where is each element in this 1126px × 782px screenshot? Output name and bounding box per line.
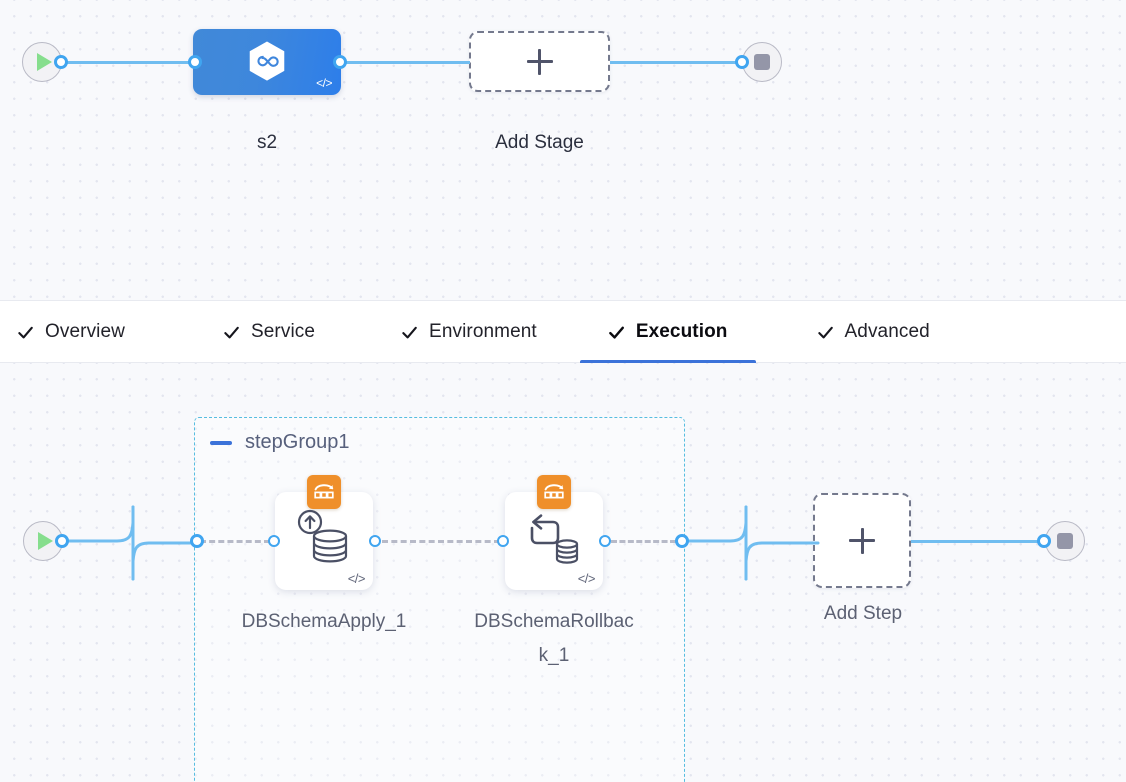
pipeline-end-port[interactable] <box>735 55 749 69</box>
edge-add-step-to-end <box>911 539 1041 543</box>
tab-execution-label: Execution <box>635 320 728 342</box>
execution-end-node[interactable] <box>1045 521 1085 561</box>
tab-environment[interactable]: Environment <box>401 300 537 363</box>
code-marker-icon[interactable]: </> <box>316 76 332 90</box>
check-icon <box>817 326 833 339</box>
step-group-title: stepGroup1 <box>245 431 350 453</box>
harness-hexagon-icon <box>249 41 285 81</box>
stage-config-tabs: Overview Service Environment Execution A… <box>0 300 1126 364</box>
step-group-header[interactable]: stepGroup1 <box>210 431 350 454</box>
stage-node-s2[interactable]: </> <box>193 29 341 95</box>
step2-input-port[interactable] <box>497 535 509 547</box>
check-icon <box>224 326 239 339</box>
parallel-connector-start <box>62 505 204 581</box>
execution-end-port[interactable] <box>1037 534 1051 548</box>
db-migration-badge-icon <box>537 475 571 509</box>
tab-service-label: Service <box>250 320 316 342</box>
check-icon <box>18 326 33 339</box>
stop-icon <box>754 54 770 70</box>
database-upload-icon <box>275 508 373 570</box>
tab-environment-label: Environment <box>429 320 537 342</box>
add-step-label: Add Step <box>823 603 903 624</box>
tab-overview[interactable]: Overview <box>17 300 125 363</box>
play-icon <box>37 532 53 550</box>
tab-service[interactable]: Service <box>223 300 315 363</box>
tab-advanced[interactable]: Advanced <box>817 300 930 363</box>
step-node-dbschemarollback[interactable]: </> <box>505 475 603 590</box>
check-icon <box>608 326 624 339</box>
database-rollback-icon <box>505 508 603 570</box>
db-migration-badge-icon <box>307 475 341 509</box>
plus-icon <box>849 527 875 554</box>
group-entry-port[interactable] <box>190 534 204 548</box>
execution-graph-canvas[interactable]: stepGroup1 <box>0 363 1126 782</box>
check-icon <box>402 326 417 339</box>
tab-advanced-label: Advanced <box>844 320 930 342</box>
add-stage-label: Add Stage <box>495 132 584 153</box>
play-icon <box>36 53 52 71</box>
execution-start-port[interactable] <box>55 534 69 548</box>
stage-input-port[interactable] <box>188 55 202 69</box>
step1-input-port[interactable] <box>268 535 280 547</box>
edge-group-entry-to-step1 <box>200 540 270 543</box>
code-marker-icon[interactable]: </> <box>347 571 366 586</box>
add-stage-button[interactable] <box>469 31 610 92</box>
minus-icon[interactable] <box>210 440 232 445</box>
edge-stage-to-add-stage <box>345 60 470 64</box>
stop-icon <box>1057 533 1073 549</box>
add-step-button[interactable] <box>813 493 911 588</box>
step1-output-port[interactable] <box>369 535 381 547</box>
pipeline-start-port[interactable] <box>54 55 68 69</box>
stage-graph-canvas[interactable]: </> s2 Add Stage <box>0 0 1126 300</box>
tab-execution[interactable]: Execution <box>579 300 756 364</box>
parallel-connector-end <box>682 505 820 581</box>
edge-step1-to-step2 <box>382 540 500 543</box>
stage-label: s2 <box>256 132 278 153</box>
plus-icon <box>526 48 553 75</box>
step2-output-port[interactable] <box>599 535 611 547</box>
edge-step2-to-group-exit <box>611 540 676 543</box>
group-exit-port[interactable] <box>675 534 689 548</box>
edge-add-stage-to-end <box>610 60 746 64</box>
stage-output-port[interactable] <box>333 55 347 69</box>
step-node-dbschemaapply[interactable]: </> <box>275 475 373 590</box>
code-marker-icon[interactable]: </> <box>577 571 596 586</box>
tab-overview-label: Overview <box>45 320 125 342</box>
step-group-container[interactable] <box>194 417 685 782</box>
edge-start-to-stage <box>66 60 200 64</box>
execution-start-node[interactable] <box>23 521 63 561</box>
